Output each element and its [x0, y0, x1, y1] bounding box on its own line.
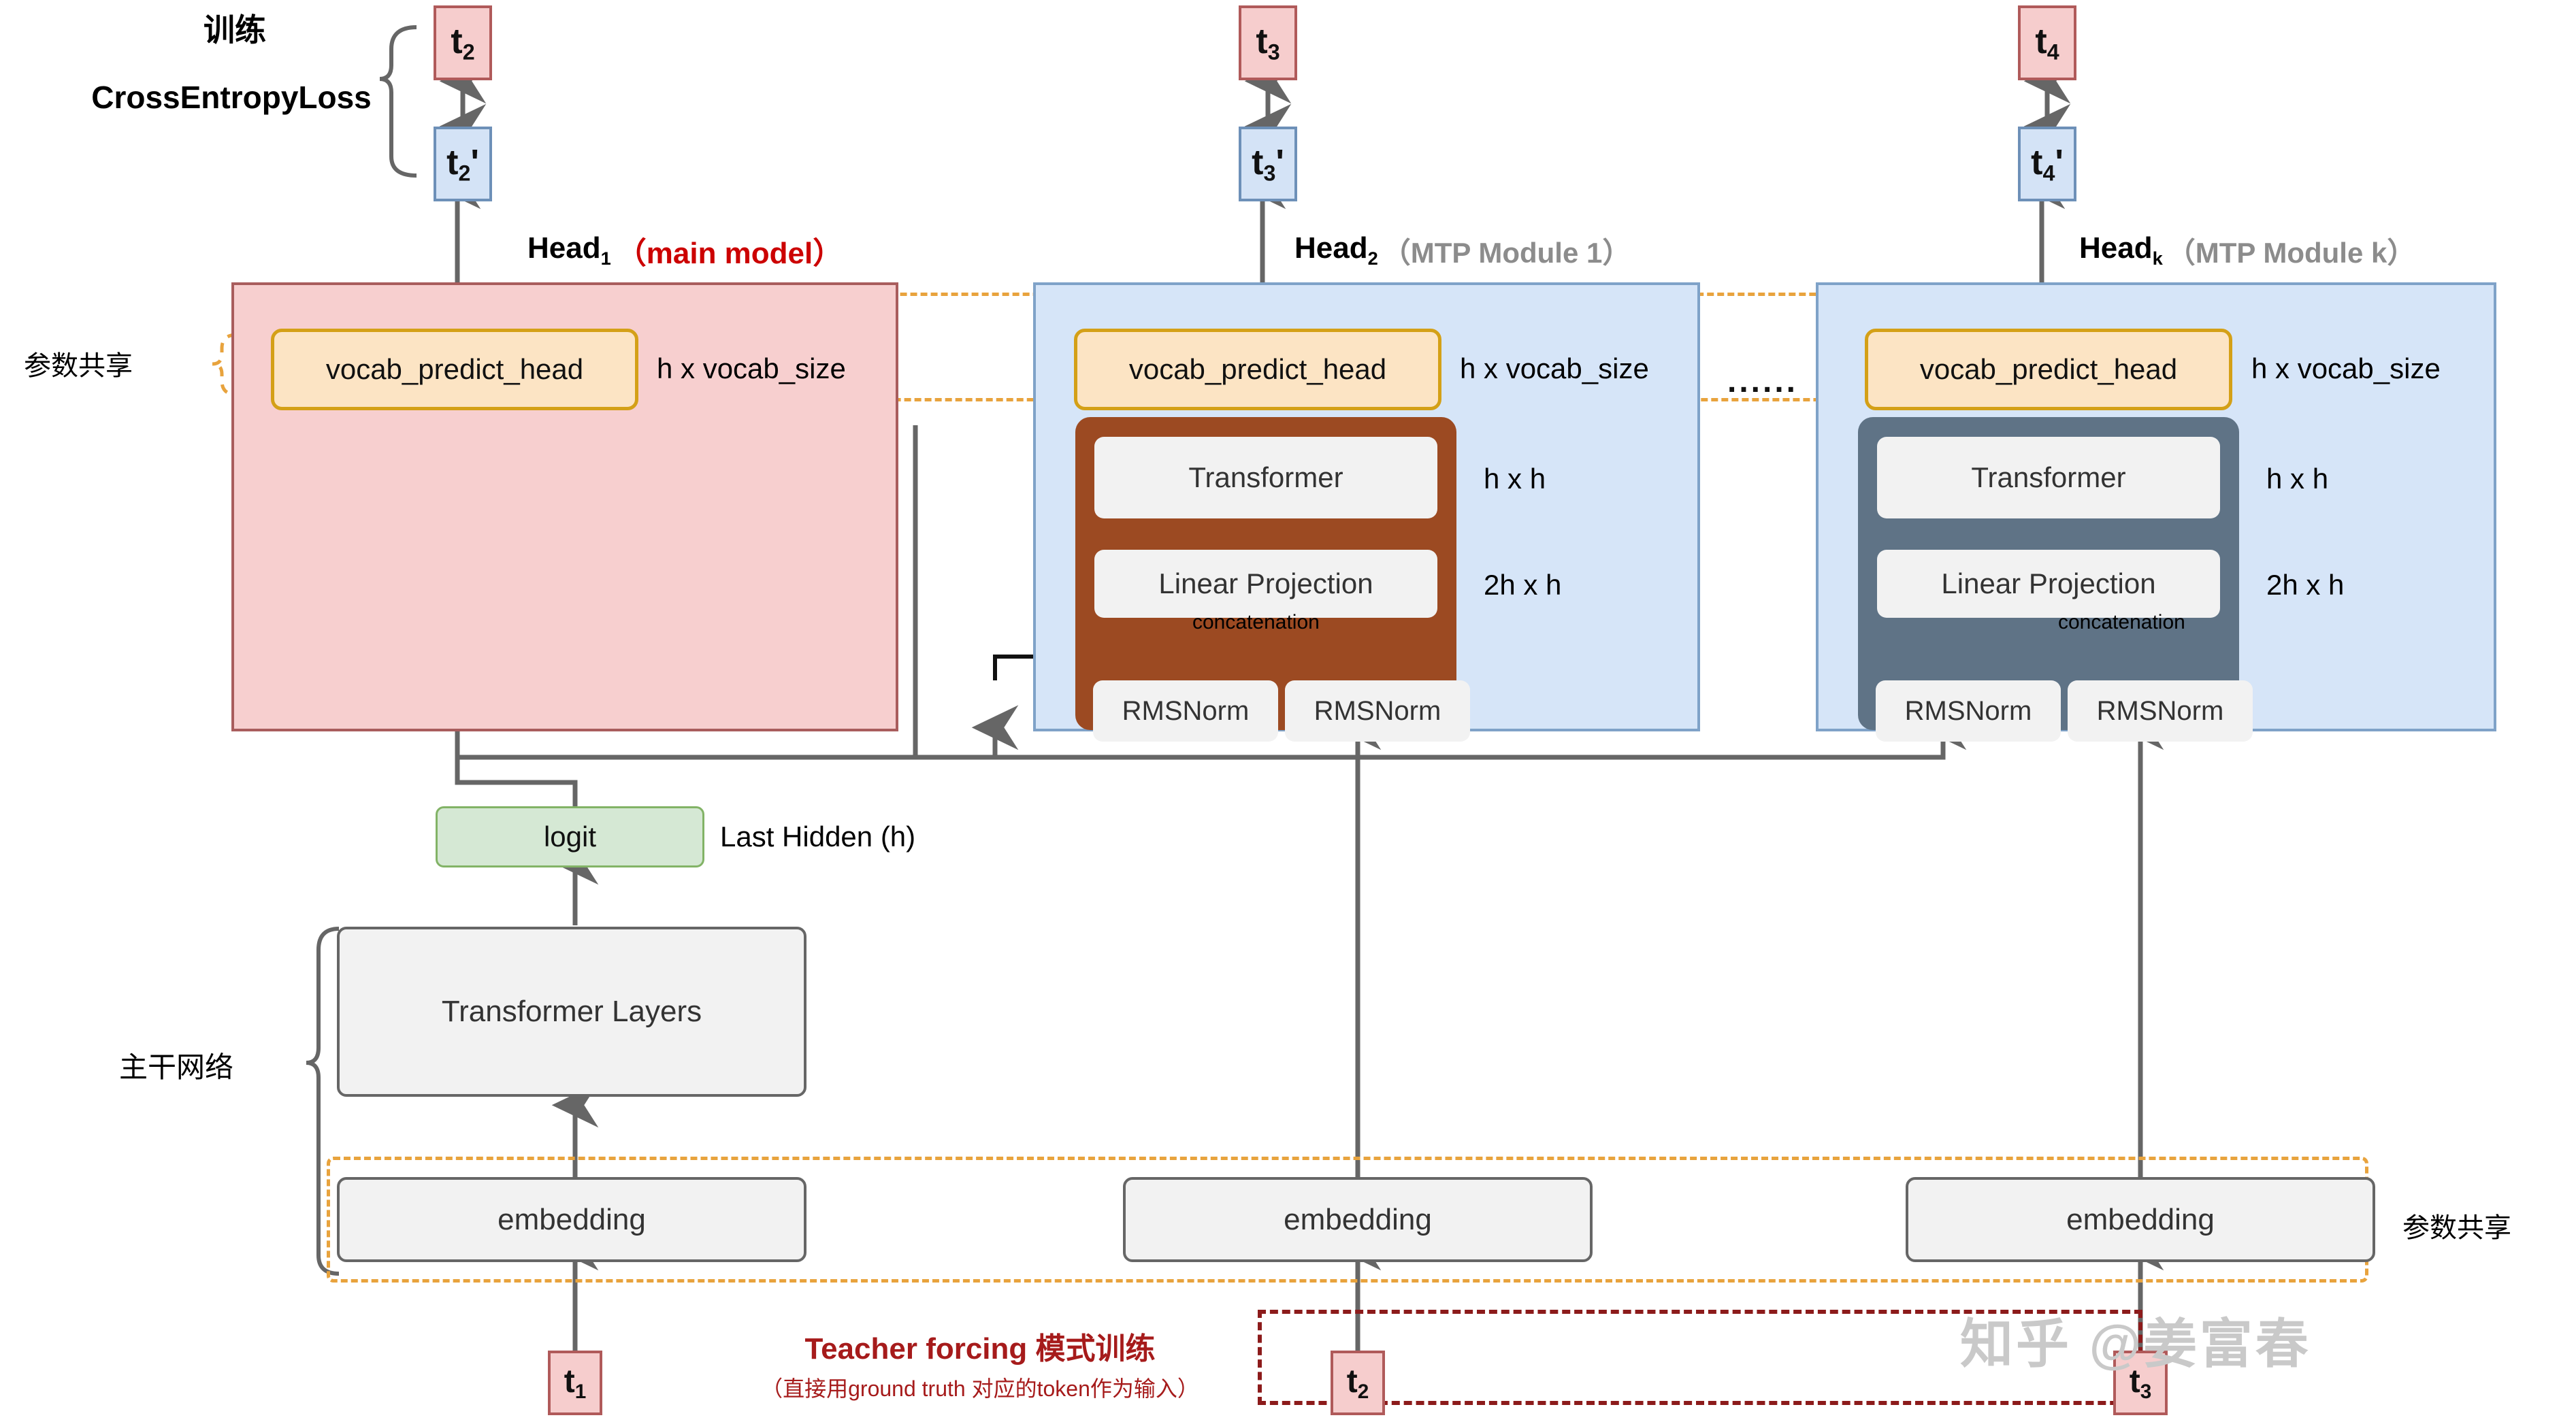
- pred-token-head1: t2': [434, 127, 492, 201]
- mtp1-transformer-label: Transformer: [1188, 461, 1343, 493]
- mtp1-rmsnorm-left[interactable]: RMSNorm: [1093, 680, 1278, 742]
- transformer-layers-label: Transformer Layers: [441, 995, 702, 1028]
- vocab-predict-head-2-label: vocab_predict_head: [1128, 353, 1387, 385]
- pred-token-head2-text: t3': [1252, 142, 1284, 186]
- vocab-dim-k: h x vocab_size: [2251, 352, 2441, 384]
- headk-name: Headk: [2079, 231, 2163, 269]
- param-share-left-label: 参数共享: [24, 351, 133, 381]
- input-token-2: t2: [1331, 1351, 1385, 1415]
- mtpk-linear-projection-box[interactable]: Linear Projection: [1877, 550, 2220, 618]
- pred-token-head2: t3': [1239, 127, 1297, 201]
- pred-token-headk: t4': [2018, 127, 2076, 201]
- mtpk-concatenation-label: concatenation: [2058, 611, 2185, 633]
- mtp1-linear-projection-label: Linear Projection: [1158, 567, 1373, 599]
- mtp1-linear-dim: 2h x h: [1484, 569, 1562, 601]
- param-share-right-label: 参数共享: [2402, 1213, 2511, 1243]
- input-token-2-text: t2: [1346, 1363, 1369, 1403]
- logit-box[interactable]: logit: [436, 806, 704, 867]
- target-token-head1: t2: [434, 5, 492, 80]
- head2-note: （MTP Module 1）: [1382, 236, 1631, 269]
- mtp1-concatenation-label: concatenation: [1192, 611, 1320, 633]
- mtp1-transformer-dim: h x h: [1484, 463, 1546, 495]
- pred-token-head1-text: t2': [446, 142, 479, 186]
- vocab-predict-head-k[interactable]: vocab_predict_head: [1865, 329, 2232, 410]
- target-token-headk: t4: [2018, 5, 2076, 80]
- pred-token-headk-text: t4': [2031, 142, 2064, 186]
- head1-title: Head1 （main model）: [527, 231, 843, 270]
- embedding-box-3-label: embedding: [2066, 1202, 2215, 1236]
- logit-label: logit: [543, 821, 597, 853]
- mtpk-rmsnorm-right-label: RMSNorm: [2096, 695, 2224, 726]
- transformer-layers-box[interactable]: Transformer Layers: [337, 927, 806, 1097]
- input-token-3: t3: [2113, 1351, 2168, 1415]
- head2-name: Head2: [1294, 231, 1378, 269]
- mtpk-rmsnorm-left[interactable]: RMSNorm: [1876, 680, 2061, 742]
- embedding-box-2[interactable]: embedding: [1123, 1177, 1593, 1262]
- vocab-dim-1: h x vocab_size: [657, 352, 846, 384]
- mtp1-rmsnorm-left-label: RMSNorm: [1122, 695, 1250, 726]
- embedding-box-1-label: embedding: [498, 1202, 646, 1236]
- mtp1-rmsnorm-right-label: RMSNorm: [1314, 695, 1441, 726]
- vocab-predict-head-k-label: vocab_predict_head: [1919, 353, 2178, 385]
- headk-title: Headk （MTP Module k）: [2079, 231, 2415, 269]
- target-token-headk-text: t4: [2035, 21, 2059, 65]
- head2-title: Head2 （MTP Module 1）: [1294, 231, 1631, 269]
- watermark: 知乎 @姜富春: [1960, 1314, 2311, 1374]
- vocab-predict-head-1-label: vocab_predict_head: [325, 353, 584, 385]
- backbone-label: 主干网络: [119, 1051, 234, 1083]
- mtpk-transformer-label: Transformer: [1971, 461, 2126, 493]
- embedding-box-1[interactable]: embedding: [337, 1177, 806, 1262]
- mtp1-rmsnorm-right[interactable]: RMSNorm: [1285, 680, 1470, 742]
- cross-entropy-loss-label: CrossEntropyLoss: [91, 80, 372, 115]
- mtpk-rmsnorm-left-label: RMSNorm: [1904, 695, 2032, 726]
- last-hidden-label: Last Hidden (h): [720, 821, 916, 853]
- mtpk-linear-projection-label: Linear Projection: [1941, 567, 2156, 599]
- mtpk-rmsnorm-right[interactable]: RMSNorm: [2068, 680, 2253, 742]
- vocab-dim-2: h x vocab_size: [1460, 352, 1649, 384]
- mtp1-transformer-box[interactable]: Transformer: [1094, 437, 1437, 518]
- head1-note: （main model）: [616, 237, 843, 270]
- mtp1-linear-projection-box[interactable]: Linear Projection: [1094, 550, 1437, 618]
- head1-name: Head1: [527, 231, 611, 269]
- mtpk-transformer-box[interactable]: Transformer: [1877, 437, 2220, 518]
- embedding-box-3[interactable]: embedding: [1906, 1177, 2375, 1262]
- vocab-predict-head-1[interactable]: vocab_predict_head: [271, 329, 638, 410]
- target-token-head2-text: t3: [1256, 21, 1280, 65]
- input-token-1: t1: [548, 1351, 602, 1415]
- vocab-predict-head-2[interactable]: vocab_predict_head: [1074, 329, 1441, 410]
- input-token-1-text: t1: [564, 1363, 587, 1403]
- embedding-box-2-label: embedding: [1284, 1202, 1432, 1236]
- teacher-forcing-subtitle: （直接用ground truth 对应的token作为输入）: [761, 1376, 1199, 1401]
- headk-note: （MTP Module k）: [2166, 236, 2416, 269]
- teacher-forcing-title: Teacher forcing 模式训练: [804, 1332, 1156, 1366]
- mtpk-transformer-dim: h x h: [2266, 463, 2329, 495]
- input-token-3-text: t3: [2129, 1363, 2152, 1403]
- target-token-head1-text: t2: [451, 21, 475, 65]
- mtpk-linear-dim: 2h x h: [2266, 569, 2345, 601]
- ellipsis-label: ......: [1727, 363, 1798, 399]
- train-label: 训练: [203, 12, 266, 48]
- target-token-head2: t3: [1239, 5, 1297, 80]
